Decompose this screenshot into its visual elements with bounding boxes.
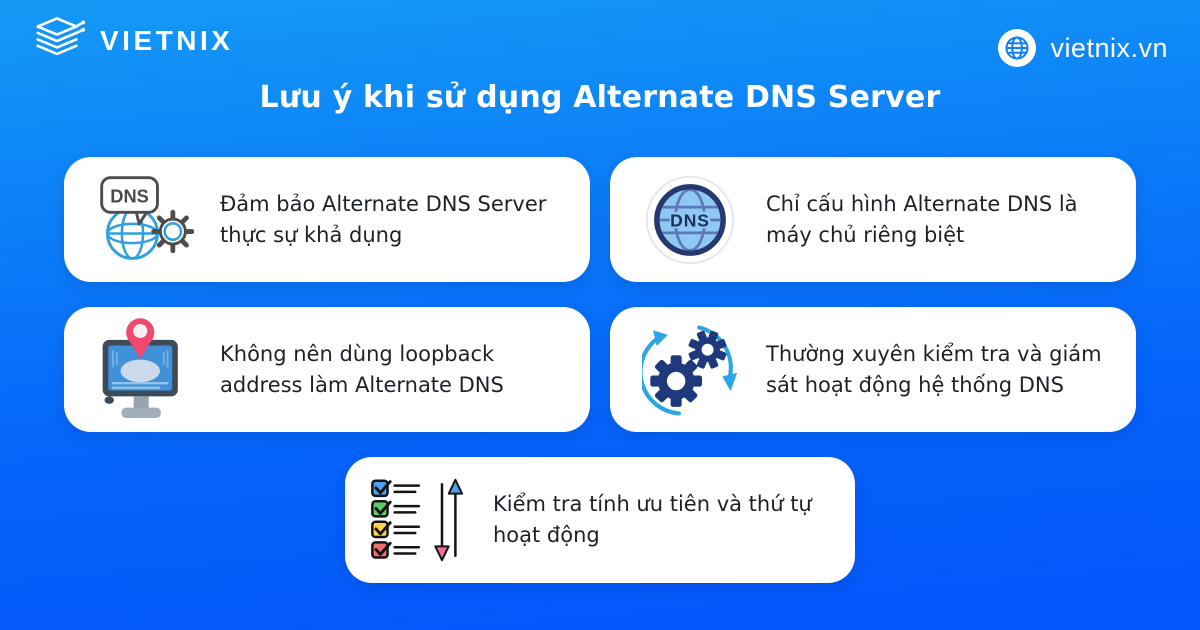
card-text-line: Đảm bảo Alternate DNS Server xyxy=(220,191,547,216)
vietnix-stack-logo-icon xyxy=(36,17,86,56)
card-text-line: sát hoạt động hệ thống DNS xyxy=(766,372,1064,397)
card-text-line: máy chủ riêng biệt xyxy=(766,222,965,247)
brand-name: VIETNIX xyxy=(100,25,234,56)
monitor-location-pin-icon xyxy=(94,317,194,423)
card-text-line: hoạt động xyxy=(493,523,600,547)
card-text-line: thực sự khả dụng xyxy=(220,222,403,247)
globe-icon xyxy=(998,29,1037,67)
card-text: Đảm bảo Alternate DNS Server thực sự khả… xyxy=(220,189,546,251)
card-text-line: Không nên dùng loopback xyxy=(220,341,495,366)
card-text-line: address làm Alternate DNS xyxy=(220,372,504,397)
card-availability: DNS Đảm bảo Alternate DNS Server thực sự… xyxy=(64,157,590,282)
site-badge: vietnix.vn xyxy=(997,28,1168,68)
checklist-order-icon xyxy=(367,472,467,568)
gears-sync-icon xyxy=(640,322,740,418)
dns-globe-gear-icon: DNS xyxy=(94,175,194,265)
brand-logo: VIETNIX xyxy=(28,16,233,66)
card-monitoring: Thường xuyên kiểm tra và giám sát hoạt đ… xyxy=(610,307,1136,432)
site-url: vietnix.vn xyxy=(1050,32,1168,63)
dns-globe-badge-icon: DNS xyxy=(640,174,740,266)
card-separate-server: DNS Chỉ cấu hình Alternate DNS là máy ch… xyxy=(610,157,1136,282)
card-no-loopback: Không nên dùng loopback address làm Alte… xyxy=(64,307,590,432)
svg-text:DNS: DNS xyxy=(110,185,149,206)
card-text: Kiểm tra tính ưu tiên và thứ tự hoạt độn… xyxy=(493,489,812,551)
card-text: Chỉ cấu hình Alternate DNS là máy chủ ri… xyxy=(766,189,1078,251)
svg-text:DNS: DNS xyxy=(670,210,710,230)
card-text: Thường xuyên kiểm tra và giám sát hoạt đ… xyxy=(766,339,1102,401)
card-text-line: Thường xuyên kiểm tra và giám xyxy=(766,341,1102,366)
card-text-line: Kiểm tra tính ưu tiên và thứ tự xyxy=(493,492,812,516)
card-text: Không nên dùng loopback address làm Alte… xyxy=(220,339,504,401)
card-text-line: Chỉ cấu hình Alternate DNS là xyxy=(766,191,1078,216)
card-priority-order: Kiểm tra tính ưu tiên và thứ tự hoạt độn… xyxy=(345,457,855,583)
page-title: Lưu ý khi sử dụng Alternate DNS Server xyxy=(259,80,941,115)
